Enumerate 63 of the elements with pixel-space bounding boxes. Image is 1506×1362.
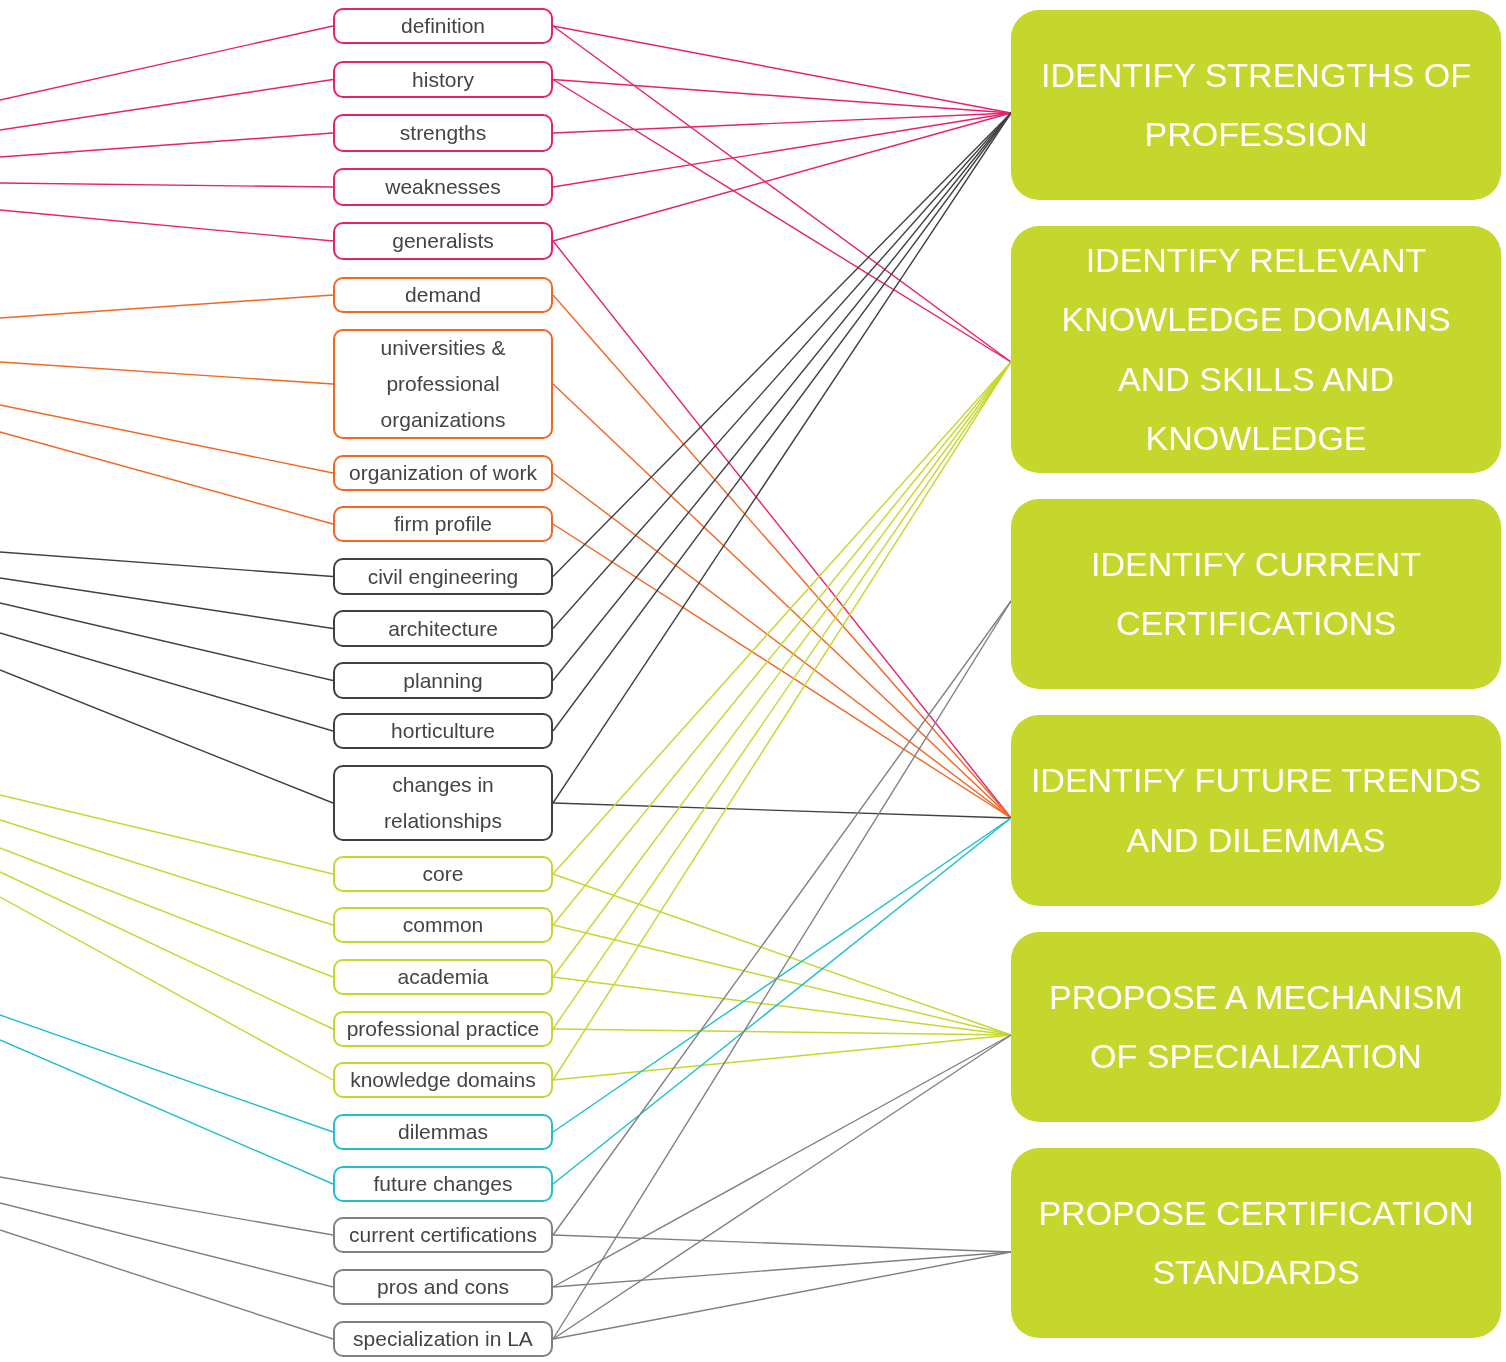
connector-line: [0, 669, 334, 804]
connector-line: [0, 209, 334, 242]
topic-box: specialization in LA: [333, 1321, 553, 1357]
goal-box: IDENTIFY STRENGTHS OF PROFESSION: [1011, 10, 1501, 200]
connector-line: [0, 294, 334, 319]
connector-line: [552, 1251, 1012, 1340]
connector-line: [0, 577, 334, 630]
connector-line: [0, 182, 334, 188]
connector-line: [552, 112, 1012, 242]
connector-line: [0, 132, 334, 158]
connector-line: [0, 632, 334, 732]
topic-box: organization of work: [333, 455, 553, 491]
topic-box: civil engineering: [333, 558, 553, 595]
topic-box: core: [333, 856, 553, 892]
topic-box: history: [333, 61, 553, 98]
topic-box: generalists: [333, 222, 553, 260]
connector-line: [552, 873, 1012, 1036]
connector-line: [0, 819, 334, 926]
connector-line: [0, 794, 334, 875]
connector-line: [552, 1251, 1012, 1288]
topic-box: professional practice: [333, 1011, 553, 1047]
connector-line: [0, 78, 334, 131]
connector-line: [552, 1034, 1012, 1340]
topic-box: planning: [333, 662, 553, 699]
connector-line: [0, 361, 334, 385]
connector-line: [0, 551, 334, 578]
topic-box: weaknesses: [333, 168, 553, 206]
topic-box: firm profile: [333, 506, 553, 542]
topic-box: future changes: [333, 1166, 553, 1202]
goal-box: IDENTIFY FUTURE TRENDS AND DILEMMAS: [1011, 715, 1501, 906]
connector-line: [0, 25, 334, 101]
connector-line: [0, 431, 334, 525]
connector-line: [0, 1176, 334, 1236]
connector-line: [0, 404, 334, 474]
topic-box: pros and cons: [333, 1269, 553, 1305]
topic-box: dilemmas: [333, 1114, 553, 1150]
connector-line: [0, 1014, 334, 1133]
topic-box: demand: [333, 277, 553, 313]
topic-box: knowledge domains: [333, 1062, 553, 1098]
connector-line: [0, 871, 334, 1030]
topic-box: universities & professional organizations: [333, 329, 553, 439]
goal-box: PROPOSE A MECHANISM OF SPECIALIZATION: [1011, 932, 1501, 1122]
topic-box: architecture: [333, 610, 553, 647]
topic-box: common: [333, 907, 553, 943]
connector-line: [0, 602, 334, 682]
connector-line: [0, 1229, 334, 1340]
connector-line: [0, 1039, 334, 1185]
connector-line: [552, 802, 1012, 819]
connector-line: [552, 25, 1012, 363]
topic-box: horticulture: [333, 713, 553, 749]
goal-box: IDENTIFY CURRENT CERTIFICATIONS: [1011, 499, 1501, 689]
connector-line: [552, 78, 1012, 363]
connector-line: [0, 847, 334, 978]
goal-box: PROPOSE CERTIFICATION STANDARDS: [1011, 1148, 1501, 1338]
topic-box: academia: [333, 959, 553, 995]
connector-line: [0, 896, 334, 1081]
topic-box: definition: [333, 8, 553, 44]
topic-box: strengths: [333, 114, 553, 152]
connector-line: [0, 1202, 334, 1288]
connector-line: [552, 1034, 1012, 1081]
topic-box: current certifications: [333, 1217, 553, 1253]
goal-box: IDENTIFY RELEVANT KNOWLEDGE DOMAINS AND SKILLS AND KNOWLEDGE: [1011, 226, 1501, 473]
topic-box: changes in relationships: [333, 765, 553, 841]
